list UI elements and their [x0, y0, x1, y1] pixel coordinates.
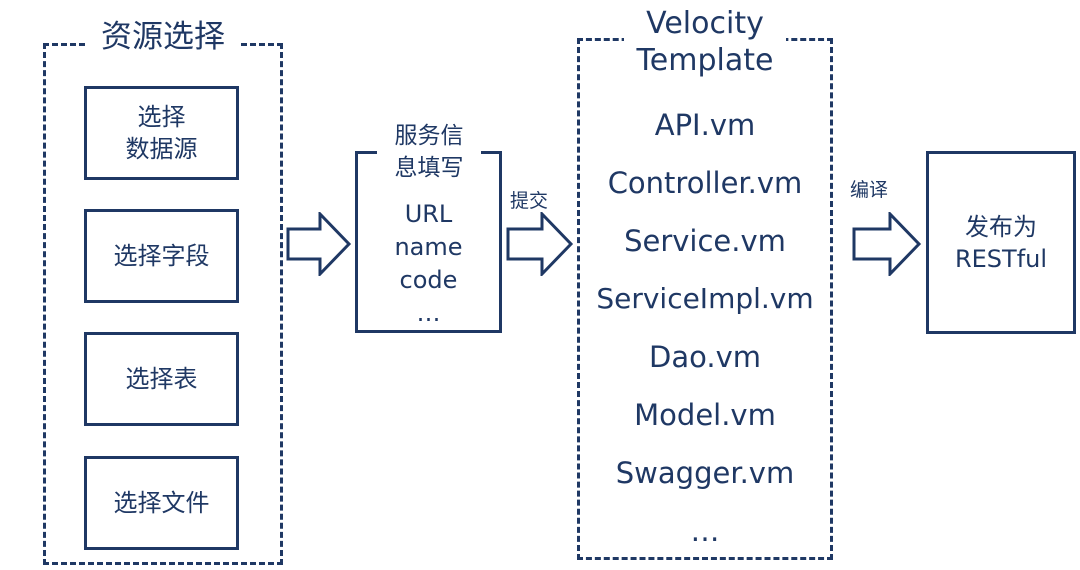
select-datasource-line1: 选择: [137, 103, 186, 131]
select-fields-label: 选择字段: [113, 242, 210, 270]
select-fields-box: 选择字段: [84, 209, 239, 303]
select-table-box: 选择表: [84, 332, 239, 426]
template-swagger-vm: Swagger.vm: [615, 456, 795, 490]
velocity-template-title: Velocity Template: [624, 5, 786, 79]
select-datasource-line2: 数据源: [125, 135, 198, 163]
publish-restful-box: 发布为 RESTful: [926, 151, 1076, 334]
resource-selection-title: 资源选择: [88, 20, 238, 54]
select-table-label: 选择表: [125, 365, 198, 393]
velocity-template-title-line1: Velocity: [646, 6, 764, 41]
template-ellipsis: …: [690, 514, 720, 548]
template-serviceimpl-vm: ServiceImpl.vm: [596, 282, 814, 315]
submit-edge-label: 提交: [510, 190, 549, 212]
service-info-title-line2: 息填写: [394, 155, 464, 181]
select-datasource-box: 选择 数据源: [84, 86, 239, 180]
service-field-code: code: [399, 266, 458, 294]
publish-line1: 发布为: [965, 212, 1037, 241]
compile-edge-label: 编译: [850, 179, 889, 201]
right-arrow-icon: [506, 212, 574, 276]
service-field-ellipsis: …: [416, 299, 441, 327]
service-info-title-line1: 服务信: [394, 123, 464, 149]
right-arrow-icon: [286, 212, 352, 276]
right-arrow-icon: [852, 212, 922, 276]
select-file-label: 选择文件: [113, 489, 210, 517]
template-controller-vm: Controller.vm: [607, 166, 803, 200]
service-info-title: 服务信 息填写: [377, 120, 481, 184]
template-model-vm: Model.vm: [634, 398, 776, 432]
select-file-box: 选择文件: [84, 456, 239, 550]
template-api-vm: API.vm: [654, 108, 756, 142]
publish-line2: RESTful: [954, 244, 1048, 273]
template-dao-vm: Dao.vm: [649, 340, 761, 374]
template-service-vm: Service.vm: [624, 224, 786, 258]
service-field-url: URL: [404, 200, 453, 228]
service-field-name: name: [394, 233, 463, 261]
velocity-template-title-line2: Template: [636, 43, 774, 78]
